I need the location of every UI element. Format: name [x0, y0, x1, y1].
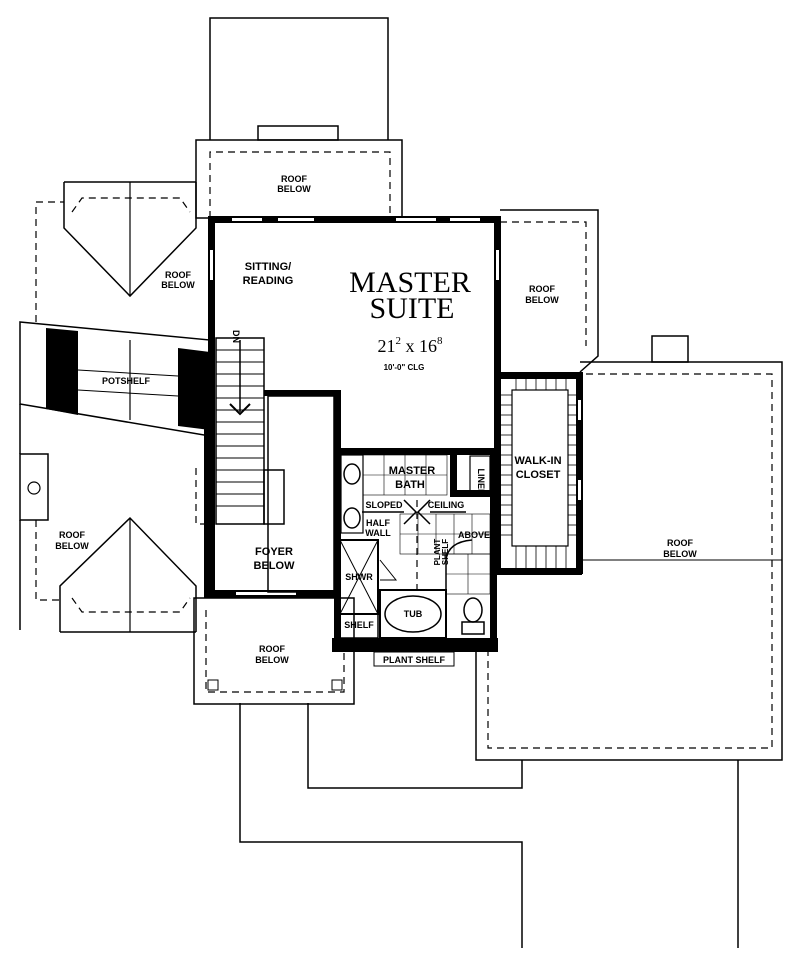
svg-text:ROOF: ROOF [667, 538, 694, 548]
svg-text:BELOW: BELOW [55, 541, 89, 551]
plant-shelf-label: PLANT SHELF [383, 655, 446, 665]
potshelf-band: POTSHELF [19, 321, 211, 437]
svg-text:ROOF: ROOF [259, 644, 286, 654]
building-outline [209, 17, 739, 948]
stair: DN [215, 330, 285, 525]
linen-label: LINEN [476, 469, 486, 496]
roof-below-left-upper: ROOF BELOW [35, 181, 197, 322]
walkin-label-1: WALK-IN [514, 455, 561, 467]
foyer-partition [267, 395, 335, 593]
room-labels: MASTER SUITE 212 x 168 10'-0" CLG SITTIN… [243, 261, 562, 667]
svg-text:BELOW: BELOW [663, 549, 697, 559]
master-suite-title-1: MASTER [349, 266, 471, 299]
svg-text:BELOW: BELOW [255, 655, 289, 665]
svg-text:ROOF: ROOF [529, 284, 556, 294]
roof-below-bottom: ROOF BELOW [193, 597, 355, 705]
svg-text:BELOW: BELOW [277, 184, 311, 194]
exterior-walls [204, 216, 583, 652]
roof-below-left-lower: ROOF BELOW [19, 404, 210, 633]
walkin-label-2: CLOSET [516, 469, 561, 481]
master-suite-dimensions: 212 x 168 [378, 335, 444, 356]
svg-text:ROOF: ROOF [281, 174, 308, 184]
potshelf-label: POTSHELF [102, 376, 151, 386]
tub-label: TUB [404, 609, 423, 619]
foyer-label-1: FOYER [255, 546, 293, 558]
svg-text:BELOW: BELOW [525, 295, 559, 305]
sloped-label: SLOPED [365, 500, 403, 510]
bath-label-1: MASTER [389, 465, 436, 477]
plant-shelf-vertical-2: SHELF [441, 539, 450, 565]
above-label: ABOVE [458, 530, 490, 540]
stair-dn-label: DN [231, 330, 241, 343]
svg-text:ROOF: ROOF [165, 270, 192, 280]
roof-below-right-large: ROOF BELOW [475, 361, 783, 761]
bath-label-2: BATH [395, 479, 425, 491]
foyer-label-2: BELOW [254, 560, 296, 572]
roof-below-top: ROOF BELOW [195, 139, 403, 219]
sitting-label-2: READING [243, 275, 294, 287]
sitting-label-1: SITTING/ [245, 261, 291, 273]
half-wall-label-2: WALL [365, 528, 391, 538]
closet-shelving [501, 379, 578, 568]
plant-shelf-vertical-1: PLANT [433, 539, 442, 566]
shelf-label: SHELF [344, 620, 374, 630]
svg-text:ROOF: ROOF [59, 530, 86, 540]
roof-below-right-upper: ROOF BELOW [500, 209, 599, 373]
svg-text:BELOW: BELOW [161, 280, 195, 290]
master-suite-ceiling: 10'-0" CLG [384, 363, 425, 372]
shower-label: SHWR [345, 572, 373, 582]
half-wall-label-1: HALF [366, 518, 390, 528]
bath-fixtures [339, 454, 491, 639]
ceiling-label: CEILING [428, 500, 465, 510]
master-suite-title-2: SUITE [370, 292, 455, 325]
